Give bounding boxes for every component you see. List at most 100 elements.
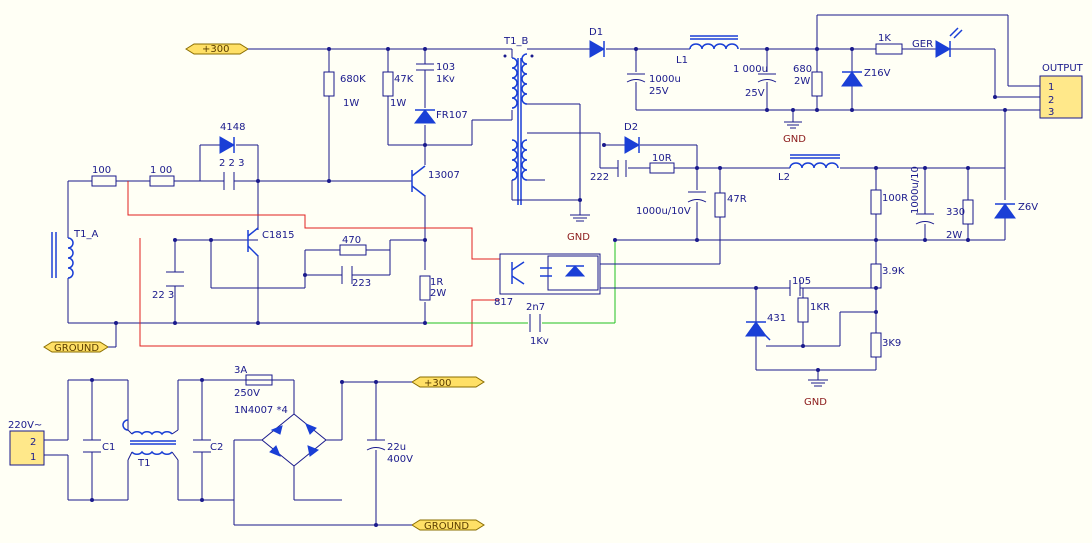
svg-text:47R: 47R: [727, 194, 747, 205]
gnd-feedback: GND: [804, 379, 828, 408]
svg-text:1K: 1K: [878, 33, 891, 44]
svg-text:1 00: 1 00: [150, 165, 172, 176]
svg-text:25V: 25V: [745, 88, 765, 99]
svg-text:10R: 10R: [652, 153, 672, 164]
svg-text:2n7: 2n7: [526, 302, 545, 313]
bridge-label: 1N4007 *4: [234, 405, 288, 416]
svg-text:22 3: 22 3: [152, 290, 174, 301]
svg-text:GER: GER: [912, 39, 933, 50]
svg-text:220V~: 220V~: [8, 420, 42, 431]
choke-t1: T1: [122, 419, 179, 469]
output-connector: OUTPUT 1 2 3: [1039, 63, 1084, 119]
svg-text:222: 222: [590, 172, 609, 183]
port-ground-left: GROUND: [43, 341, 109, 354]
svg-text:4148: 4148: [220, 122, 245, 133]
input-junctions: [90, 378, 378, 527]
svg-text:1W: 1W: [390, 98, 406, 109]
secondary-wiring: [511, 48, 1040, 370]
svg-text:22u: 22u: [387, 442, 406, 453]
svg-text:2: 2: [30, 437, 36, 448]
port-ground-bottom: GROUND: [411, 519, 485, 532]
resistor-100r: 100R: [870, 189, 908, 215]
svg-text:680K: 680K: [340, 74, 366, 85]
svg-text:1000u/10V: 1000u/10V: [636, 206, 691, 217]
resistor-10r: 10R: [649, 153, 675, 174]
capacitor-1000u10v: 1000u/10V: [636, 191, 707, 217]
resistor-3k9b: 3K9: [870, 332, 901, 358]
gnd-mid: GND: [567, 214, 590, 243]
svg-text:223: 223: [352, 278, 371, 289]
svg-text:431: 431: [767, 313, 786, 324]
svg-text:100: 100: [92, 165, 111, 176]
port-plus300-top: +300: [185, 43, 249, 55]
svg-text:1000u/10: 1000u/10: [910, 166, 921, 214]
feedback-wiring: [600, 287, 876, 380]
svg-text:1Kv: 1Kv: [530, 336, 549, 347]
regulator-tl431: 431: [745, 313, 786, 341]
svg-text:L2: L2: [778, 172, 790, 183]
svg-text:T1_B: T1_B: [503, 36, 528, 47]
capacitor-c2: C2: [193, 439, 223, 453]
svg-text:47K: 47K: [394, 74, 414, 85]
junctions: [114, 47, 1007, 372]
resistor-47r: 47R: [714, 192, 747, 218]
capacitor-1000u-b: 1 000u 25V: [733, 64, 777, 99]
svg-text:+300: +300: [202, 44, 229, 55]
svg-text:25V: 25V: [649, 86, 669, 97]
svg-text:Z6V: Z6V: [1018, 202, 1038, 213]
svg-text:FR107: FR107: [436, 110, 468, 121]
mains-connector: 220V~ 2 1: [8, 420, 45, 466]
capacitor-c1: C1: [83, 439, 115, 453]
svg-text:L1: L1: [676, 55, 688, 66]
resistor-3k9: 3.9K: [870, 263, 905, 289]
resistor-680k: 680K 1W: [323, 71, 366, 109]
resistor-100: 100: [91, 165, 117, 187]
svg-text:1 000u: 1 000u: [733, 64, 768, 75]
svg-text:680: 680: [793, 64, 812, 75]
svg-text:GROUND: GROUND: [424, 521, 469, 532]
capacitor-2n7: 2n7 1Kv: [526, 302, 549, 347]
svg-text:2 2 3: 2 2 3: [219, 158, 244, 169]
transistor-13007: 13007: [411, 165, 460, 197]
capacitor-22-3: 22 3: [152, 271, 184, 301]
svg-text:Z16V: Z16V: [864, 68, 891, 79]
svg-text:105: 105: [792, 276, 811, 287]
svg-text:1: 1: [1048, 82, 1054, 93]
zener-z16v: Z16V: [841, 68, 891, 87]
svg-text:3.9K: 3.9K: [882, 266, 905, 277]
svg-text:3: 3: [1048, 107, 1054, 118]
transformer-t1b: T1_B: [503, 36, 534, 205]
svg-text:OUTPUT: OUTPUT: [1042, 63, 1084, 74]
red-loop-lower: [139, 238, 500, 347]
svg-text:1Kv: 1Kv: [436, 74, 455, 85]
svg-text:2: 2: [1048, 95, 1054, 106]
svg-text:250V: 250V: [234, 388, 260, 399]
output-wiring: [606, 14, 1040, 122]
svg-text:3A: 3A: [234, 365, 247, 376]
primary-wiring: [67, 48, 615, 348]
svg-text:+300: +300: [424, 378, 451, 389]
svg-text:100R: 100R: [882, 193, 908, 204]
diode-d2: D2: [624, 122, 641, 154]
svg-text:1R: 1R: [430, 277, 443, 288]
bridge-rectifier: [261, 413, 327, 467]
svg-text:103: 103: [436, 62, 455, 73]
resistor-1kr: 1KR: [797, 297, 830, 323]
resistor-470: 470: [339, 235, 367, 256]
svg-text:D2: D2: [624, 122, 638, 133]
svg-text:330: 330: [946, 207, 965, 218]
svg-text:T1: T1: [137, 458, 150, 469]
input-wiring: [44, 379, 412, 526]
svg-text:GND: GND: [567, 232, 590, 243]
inductor-l2: L2: [778, 154, 840, 183]
capacitor-1000u10: 1000u/10: [910, 166, 935, 225]
capacitor-223b: 223: [341, 266, 371, 289]
svg-text:GROUND: GROUND: [54, 343, 99, 354]
svg-text:1W: 1W: [343, 98, 359, 109]
